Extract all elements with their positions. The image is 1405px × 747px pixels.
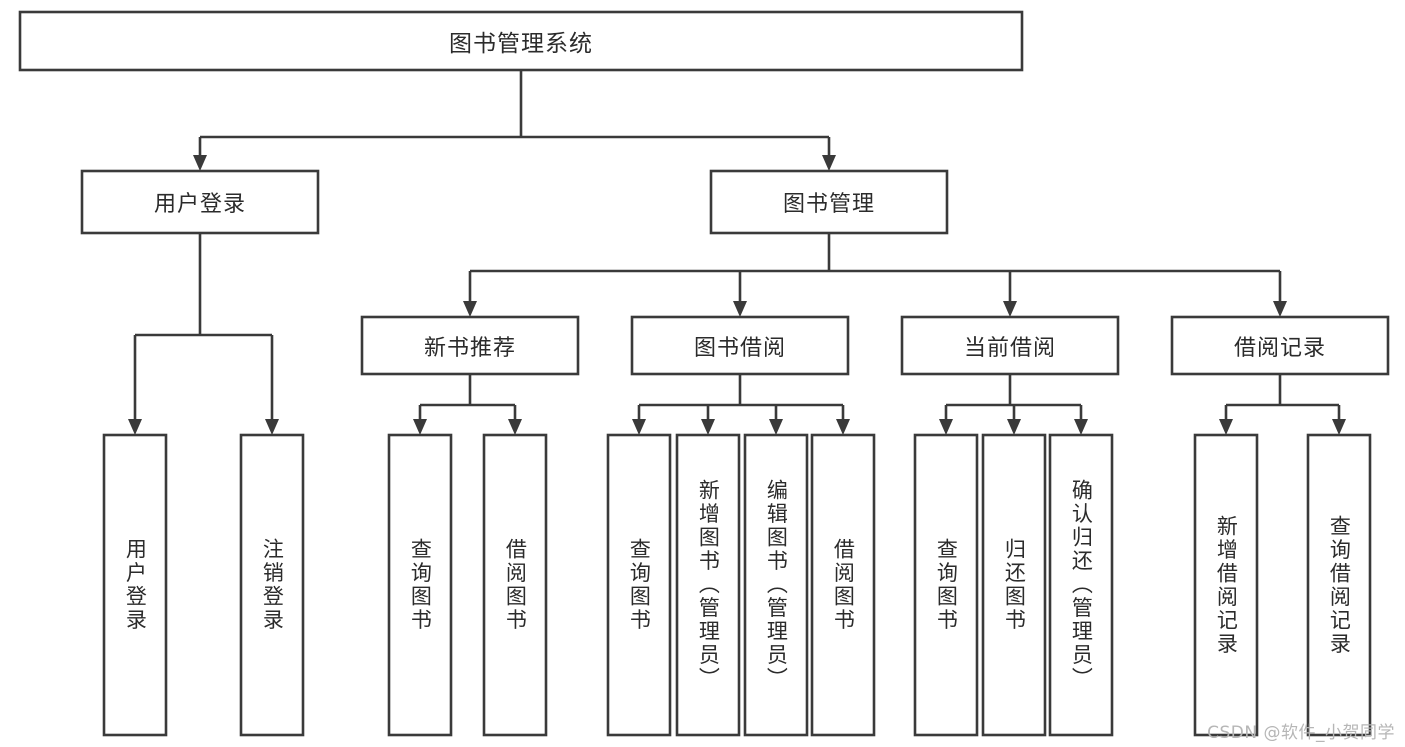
node-box-cb-return-book[interactable] <box>981 433 1047 737</box>
connector-layer <box>128 70 1346 435</box>
arrow-book-manage-to-new-book-recommend-head <box>463 301 477 317</box>
arrow-book-manage-to-current-borrow-head <box>1003 301 1017 317</box>
arrow-book-borrow-to-bb-edit-book-head <box>769 419 783 435</box>
node-box-bb-add-book[interactable] <box>675 433 741 737</box>
arrow-borrow-record-to-br-add-record-head <box>1219 419 1233 435</box>
node-box-current-borrow[interactable] <box>900 315 1120 376</box>
arrow-new-book-recommend-to-nbr-borrow-book-head <box>508 419 522 435</box>
node-box-cb-query-book[interactable] <box>913 433 979 737</box>
node-nbr-query-book[interactable] <box>389 435 451 735</box>
node-book-manage[interactable] <box>711 171 947 233</box>
arrow-borrow-record-to-br-query-record-head <box>1332 419 1346 435</box>
arrow-root-to-book-manage-head <box>822 155 836 171</box>
node-bb-add-book[interactable] <box>677 435 739 735</box>
node-box-br-add-record[interactable] <box>1193 433 1259 737</box>
node-book-borrow[interactable] <box>632 317 848 374</box>
node-bb-borrow-book[interactable] <box>812 435 874 735</box>
arrow-user-login-to-user-logout-head <box>265 419 279 435</box>
node-cb-confirm-return[interactable] <box>1050 435 1112 735</box>
node-box-bb-borrow-book[interactable] <box>810 433 876 737</box>
node-box-user-login-do[interactable] <box>102 433 168 737</box>
node-new-book-recommend[interactable] <box>362 317 578 374</box>
arrow-book-borrow-to-bb-query-book-head <box>632 419 646 435</box>
arrow-new-book-recommend-to-nbr-query-book-head <box>413 419 427 435</box>
node-bb-edit-book[interactable] <box>745 435 807 735</box>
node-borrow-record[interactable] <box>1172 317 1388 374</box>
arrow-root-to-user-login-head <box>193 155 207 171</box>
node-br-add-record[interactable] <box>1195 435 1257 735</box>
node-user-login[interactable] <box>82 171 318 233</box>
arrow-book-manage-to-book-borrow-head <box>733 301 747 317</box>
arrow-book-borrow-to-bb-add-book-head <box>701 419 715 435</box>
node-box-br-query-record[interactable] <box>1306 433 1372 737</box>
node-box-bb-query-book[interactable] <box>606 433 672 737</box>
node-root[interactable] <box>20 12 1022 70</box>
node-box-book-manage[interactable] <box>709 169 949 235</box>
node-current-borrow[interactable] <box>902 317 1118 374</box>
node-box-bb-edit-book[interactable] <box>743 433 809 737</box>
node-box-new-book-recommend[interactable] <box>360 315 580 376</box>
node-box-root[interactable] <box>18 10 1024 72</box>
arrow-current-borrow-to-cb-query-book-head <box>939 419 953 435</box>
node-box-book-borrow[interactable] <box>630 315 850 376</box>
arrow-user-login-to-user-login-do-head <box>128 419 142 435</box>
node-box-nbr-query-book[interactable] <box>387 433 453 737</box>
node-box-user-login[interactable] <box>80 169 320 235</box>
box-layer <box>18 10 1390 737</box>
node-br-query-record[interactable] <box>1308 435 1370 735</box>
arrow-book-manage-to-borrow-record-head <box>1273 301 1287 317</box>
watermark-text: CSDN @软件_小贺同学 <box>1207 723 1395 743</box>
arrow-current-borrow-to-cb-return-book-head <box>1007 419 1021 435</box>
node-bb-query-book[interactable] <box>608 435 670 735</box>
node-user-login-do[interactable] <box>104 435 166 735</box>
node-user-logout[interactable] <box>241 435 303 735</box>
arrow-book-borrow-to-bb-borrow-book-head <box>836 419 850 435</box>
arrow-current-borrow-to-cb-confirm-return-head <box>1074 419 1088 435</box>
node-cb-return-book[interactable] <box>983 435 1045 735</box>
node-box-borrow-record[interactable] <box>1170 315 1390 376</box>
node-cb-query-book[interactable] <box>915 435 977 735</box>
node-box-cb-confirm-return[interactable] <box>1048 433 1114 737</box>
node-nbr-borrow-book[interactable] <box>484 435 546 735</box>
node-box-nbr-borrow-book[interactable] <box>482 433 548 737</box>
node-box-user-logout[interactable] <box>239 433 305 737</box>
